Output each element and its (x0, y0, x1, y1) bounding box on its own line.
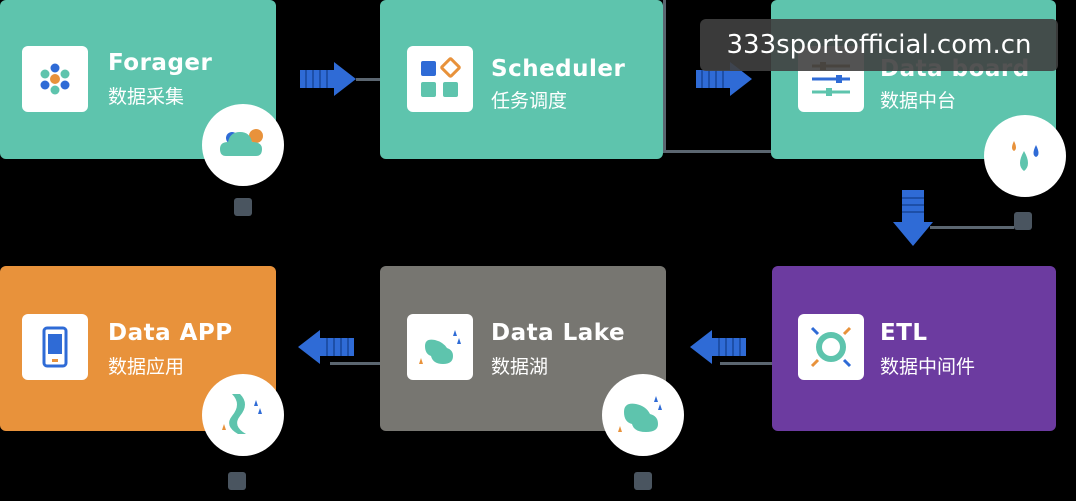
watermark: 333sportofficial.com.cn (700, 19, 1058, 71)
scheduler-title: Scheduler (491, 56, 626, 82)
river-badge (202, 374, 284, 456)
cloud-badge (202, 104, 284, 186)
phone-icon (22, 314, 88, 380)
forager-card: Forager 数据采集 (0, 0, 276, 159)
connector-1 (356, 78, 380, 81)
river-icon (222, 394, 262, 434)
blocks-icon (407, 46, 473, 112)
dataapp-title: Data APP (108, 320, 233, 346)
etl-card: ETL 数据中间件 (772, 266, 1056, 431)
marker-2 (1014, 212, 1032, 230)
marker-1 (234, 198, 252, 216)
databoard-subtitle: 数据中台 (880, 90, 957, 112)
forager-title: Forager (108, 50, 213, 76)
datalake-subtitle: 数据湖 (491, 356, 549, 378)
marker-3 (228, 472, 246, 490)
connector-3 (930, 226, 1014, 229)
etl-title: ETL (880, 320, 928, 346)
arrow-down (893, 190, 933, 248)
marker-4 (634, 472, 652, 490)
droplets-badge (984, 115, 1066, 197)
arrow-left-1 (296, 330, 354, 364)
droplets-icon (1012, 141, 1039, 171)
connector-5 (720, 362, 772, 365)
forager-subtitle: 数据采集 (108, 86, 185, 108)
ring-icon (798, 314, 864, 380)
dataapp-subtitle: 数据应用 (108, 356, 185, 378)
etl-subtitle: 数据中间件 (880, 356, 976, 378)
connector-2b (663, 150, 773, 153)
lake-icon (618, 396, 662, 432)
cloud-icon (220, 129, 263, 156)
scheduler-subtitle: 任务调度 (491, 90, 568, 112)
flower-dots-icon (22, 46, 88, 112)
connector-4 (330, 362, 380, 365)
lake-icon (407, 314, 473, 380)
connector-2 (663, 0, 666, 152)
arrow-left-2 (688, 330, 746, 364)
lake-badge (602, 374, 684, 456)
scheduler-card: Scheduler 任务调度 (380, 0, 663, 159)
arrow-right-1 (300, 62, 358, 96)
datalake-title: Data Lake (491, 320, 626, 346)
